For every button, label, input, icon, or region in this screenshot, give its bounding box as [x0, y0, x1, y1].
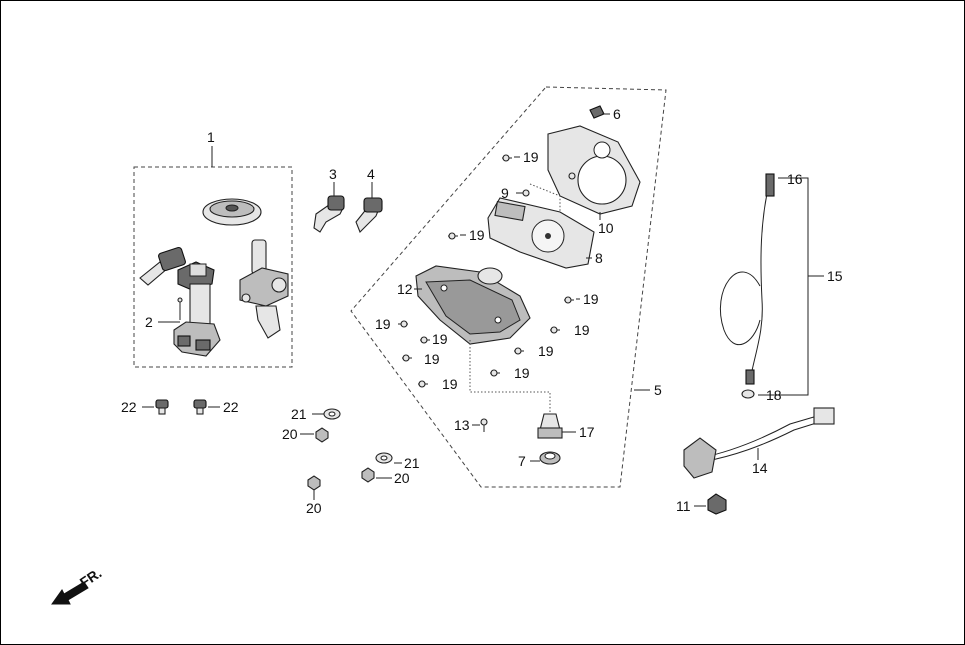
screw-19-d [398, 320, 408, 328]
callout-12: 12 [397, 281, 413, 297]
callout-19-e: 19 [432, 331, 448, 347]
screw-19-h [514, 347, 524, 355]
callout-8: 8 [595, 250, 603, 266]
screw-19-c [564, 296, 574, 304]
callout-22-left: 22 [121, 399, 137, 415]
callout-15: 15 [827, 268, 843, 284]
callout-14: 14 [752, 460, 768, 476]
callout-3: 3 [329, 166, 337, 182]
spare-key-4 [355, 197, 383, 233]
callout-19-j: 19 [442, 376, 458, 392]
ignition-key-pair [139, 246, 215, 291]
callout-20-a: 20 [282, 426, 298, 442]
callout-16: 16 [787, 171, 803, 187]
nut-20-b [361, 467, 375, 483]
callout-19-h: 19 [538, 343, 554, 359]
group-box-meter-assembly [350, 86, 667, 488]
screw-19-e [420, 336, 430, 344]
callout-20-b: 20 [394, 470, 410, 486]
bracket-15 [758, 177, 809, 396]
callout-19-g: 19 [424, 351, 440, 367]
screw-19-a [502, 154, 512, 162]
spare-key-3 [313, 195, 345, 233]
callout-22-right: 22 [223, 399, 239, 415]
callout-19-f: 19 [574, 322, 590, 338]
callout-4: 4 [367, 166, 375, 182]
callout-19-c: 19 [583, 291, 599, 307]
callout-19-b: 19 [469, 227, 485, 243]
callout-19-d: 19 [375, 316, 391, 332]
callout-10: 10 [598, 220, 614, 236]
washer-21-a [323, 408, 341, 420]
callout-13: 13 [454, 417, 470, 433]
washer-21-b [375, 452, 393, 464]
callout-21-a: 21 [291, 406, 307, 422]
speedometer-cable [719, 173, 775, 385]
callout-18: 18 [766, 387, 782, 403]
callout-11: 11 [676, 498, 691, 514]
callout-7: 7 [518, 453, 526, 469]
screw-19-j [418, 380, 428, 388]
callout-1: 1 [207, 129, 215, 145]
dotted-link-17 [469, 340, 551, 412]
meter-upper-cover [547, 125, 641, 215]
callout-20-c: 20 [306, 500, 322, 516]
o-ring-18 [741, 389, 755, 399]
callout-9: 9 [501, 185, 509, 201]
seat-lock-assembly [239, 239, 289, 339]
rubber-ring-7 [539, 451, 561, 465]
nut-20-c [307, 475, 321, 491]
front-direction-arrow [51, 581, 89, 605]
nut-20-a [315, 427, 329, 443]
bolt-22-left [155, 399, 169, 415]
meter-panel-face [487, 197, 595, 269]
screw-13 [480, 418, 488, 432]
callout-19-a: 19 [523, 149, 539, 165]
screw-19-g [402, 354, 412, 362]
dotted-link-9 [529, 183, 561, 212]
bolt-22-right [193, 399, 207, 415]
sensor-17 [537, 413, 563, 439]
grommet-6 [589, 105, 605, 119]
sensor-wire-harness [683, 407, 835, 479]
callout-2: 2 [145, 314, 153, 330]
nut-11 [707, 493, 727, 515]
callout-21-b: 21 [404, 455, 420, 471]
group-box-ignition-set [133, 166, 293, 368]
callout-19-i: 19 [514, 365, 530, 381]
callout-17: 17 [579, 424, 595, 440]
callout-5: 5 [654, 382, 662, 398]
ignition-cover-cap [202, 198, 262, 226]
screw-19-f [550, 326, 560, 334]
meter-lower-case [415, 265, 531, 345]
screw-19-i [490, 369, 500, 377]
ignition-switch-body [173, 283, 221, 357]
screw-9 [516, 189, 530, 197]
screw-19-b [448, 232, 458, 240]
callout-6: 6 [613, 106, 621, 122]
